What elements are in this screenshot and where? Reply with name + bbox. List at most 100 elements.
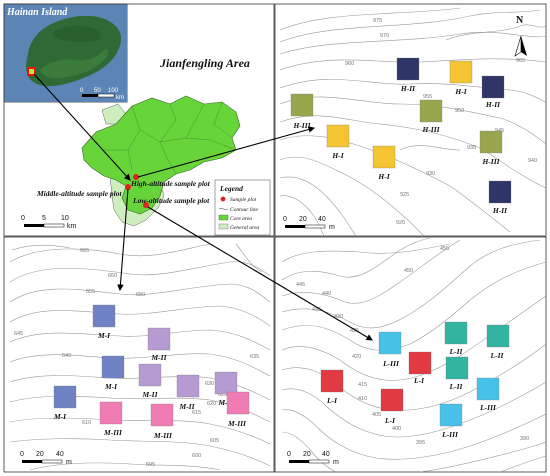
- quadrat-label: H-III: [421, 125, 440, 134]
- general-area-swatch: [218, 223, 229, 230]
- main-scalebar: 0 5 10 km: [21, 215, 77, 230]
- high-quadrat-9: H-II: [488, 180, 512, 215]
- middle-scale-tick-0: 0: [20, 451, 24, 458]
- l-contour-390: 390: [520, 436, 529, 442]
- inset-scale-tick-0: 0: [80, 88, 84, 94]
- low-quadrat-3: L-II: [486, 324, 510, 360]
- low-plot-arrow: [147, 206, 373, 341]
- high-plot-label: High-altitude sample plot: [130, 179, 211, 188]
- quadrat-label: L-II: [490, 351, 505, 360]
- m-contour-605: 605: [210, 438, 219, 444]
- core-area: [81, 95, 241, 215]
- h-contour-950: 950: [455, 108, 464, 114]
- m-contour-615: 615: [192, 410, 201, 416]
- low-quadrat-9: L-III: [439, 403, 463, 439]
- h-contour-935: 935: [467, 145, 476, 151]
- middle-quadrats: M-I M-II M-I M-II M-II M-II: [53, 304, 250, 440]
- low-scalebar: 0 20 40 m: [287, 451, 339, 466]
- high-quadrat-3: H-II: [481, 75, 505, 109]
- l-contour-420: 420: [352, 354, 361, 360]
- inset-map: Hainan Island 0 50 100 km: [3, 3, 128, 103]
- low-scale-tick-2: 40: [322, 451, 330, 458]
- middle-quadrat-4: M-II: [138, 363, 162, 399]
- quadrat-label: L-III: [479, 403, 497, 412]
- middle-quadrat-1: M-I: [92, 304, 116, 340]
- low-quadrat-6: L-I: [320, 369, 344, 405]
- l-contour-405: 405: [372, 412, 381, 418]
- m-contour-625: 625: [218, 392, 227, 398]
- m-contour-660: 660: [108, 273, 117, 279]
- inset-scale-unit: km: [116, 95, 124, 101]
- m-contour-640: 640: [62, 353, 71, 359]
- middle-quadrat-2: M-II: [147, 327, 171, 362]
- l-contour-415: 415: [358, 382, 367, 388]
- quadrat-label: M-II: [150, 353, 167, 362]
- l-contour-410: 410: [358, 396, 367, 402]
- h-contour-965: 965: [516, 58, 525, 64]
- high-plot-arrow: [137, 126, 316, 178]
- north-label: N: [516, 15, 524, 26]
- high-quadrat-8: H-III: [479, 130, 503, 166]
- middle-scale-unit: m: [66, 459, 72, 466]
- l-contour-445: 445: [296, 282, 305, 288]
- middle-scale-tick-1: 20: [36, 451, 44, 458]
- legend-title: Legend: [219, 184, 243, 193]
- quadrat-label: L-II: [449, 382, 464, 391]
- high-scale-tick-0: 0: [283, 216, 287, 223]
- quadrat-label: H-I: [377, 172, 390, 181]
- low-scale-unit: m: [333, 459, 339, 466]
- jianfengling-map: Jianfengling Area High-altitude sample p…: [3, 3, 275, 237]
- quadrat-label: L-I: [413, 376, 425, 385]
- quadrat-label: M-I: [104, 382, 118, 391]
- quadrat-label: M-II: [217, 398, 234, 407]
- low-quadrat-1: L-III: [378, 331, 402, 368]
- quadrat-label: M-II: [141, 390, 158, 399]
- quadrat-label: H-I: [331, 151, 344, 160]
- quadrat-label: H-II: [400, 84, 416, 93]
- m-contour-665: 665: [80, 248, 89, 254]
- m-contour-635: 635: [250, 354, 259, 360]
- high-scale-unit: m: [329, 224, 335, 231]
- high-altitude-panel: 975 970 965 960 955 950 945 935 930 925 …: [274, 3, 547, 237]
- high-quadrat-5: H-III: [419, 99, 443, 134]
- red-dot-icon: [220, 196, 226, 202]
- quadrat-label: M-II: [178, 402, 195, 411]
- quadrat-label: L-III: [441, 430, 459, 439]
- l-contour-425: 425: [350, 328, 359, 334]
- quadrat-label: M-III: [103, 428, 123, 437]
- quadrat-label: H-I: [454, 87, 467, 96]
- middle-quadrat-9: M-III: [150, 403, 174, 440]
- middle-quadrat-6: M-II: [214, 371, 238, 407]
- quadrat-label: H-III: [292, 121, 311, 130]
- high-quadrat-4: H-III: [290, 93, 314, 130]
- middle-sample-dot: [125, 184, 131, 190]
- inset-scale-tick-2: 100: [108, 88, 119, 94]
- legend: Legend Sample plot Contour line Core are…: [214, 179, 271, 236]
- middle-plot-arrow: [117, 188, 129, 292]
- main-title: Jianfengling Area: [159, 56, 250, 70]
- core-area-swatch: [218, 214, 229, 221]
- m-contour-595: 595: [146, 462, 155, 468]
- l-contour-400: 400: [392, 426, 401, 432]
- h-contour-920: 920: [396, 220, 405, 226]
- high-scale-tick-1: 20: [299, 216, 307, 223]
- inset-scalebar: 0 50 100 km: [80, 88, 124, 101]
- high-scale-tick-2: 40: [318, 216, 326, 223]
- quadrat-label: M-I: [97, 331, 111, 340]
- legend-item-general-area: General area: [230, 225, 260, 231]
- low-quadrat-2: L-II: [444, 321, 468, 356]
- main-scale-tick-2: 10: [61, 215, 69, 222]
- m-contour-650: 650: [136, 292, 145, 298]
- inset-title: Hainan Island: [6, 7, 68, 18]
- legend-item-core-area: Core area: [230, 216, 252, 222]
- inset-to-main-arrow: [33, 73, 131, 181]
- high-quadrat-6: H-I: [326, 124, 350, 160]
- high-sample-dot: [133, 174, 139, 180]
- high-quadrat-1: H-II: [396, 57, 420, 93]
- low-quadrats: L-III L-II L-II L-I L-II L-I: [320, 321, 510, 439]
- quadrat-label: H-II: [492, 206, 508, 215]
- low-altitude-panel: 445 440 435 430 425 420 415 410 405 400 …: [274, 236, 547, 473]
- low-sample-dot: [143, 202, 149, 208]
- quadrat-label: H-II: [485, 100, 501, 109]
